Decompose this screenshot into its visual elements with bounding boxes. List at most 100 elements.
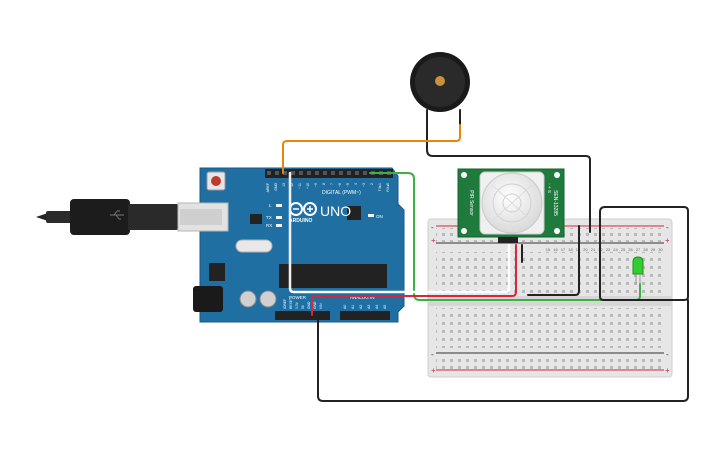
wire-black-gnd-rail: [527, 225, 580, 296]
header-pin: [315, 171, 319, 175]
pin-label: 13: [282, 183, 286, 187]
led-l: [276, 204, 282, 207]
wire-red: [311, 244, 517, 316]
label-rx: RX: [266, 223, 272, 228]
pin-label: 2: [370, 183, 374, 185]
rail-plus-bottom-right: +: [665, 366, 670, 375]
piezo-buzzer: [410, 52, 470, 112]
column-number: 18: [568, 247, 573, 252]
wire-black-ground: [317, 299, 689, 402]
pin-label: ~9: [314, 183, 318, 187]
buzzer-center: [435, 76, 445, 86]
header-pin: [291, 171, 295, 175]
pin-label: ~10: [306, 183, 310, 189]
power-pin-label: 5V: [301, 304, 305, 309]
power-pin-label: VIN: [319, 303, 323, 309]
pin-label: 8: [322, 183, 326, 185]
power-pin-label: RESET: [289, 298, 293, 309]
label-l: L: [269, 203, 272, 208]
power-pin-label: IOREF: [283, 299, 287, 309]
column-number: 24: [613, 247, 618, 252]
header-pin: [283, 171, 287, 175]
green-led: [632, 256, 644, 284]
pin-label: ~11: [298, 183, 302, 189]
rail-minus-bottom-left: -: [431, 350, 434, 359]
wires: [282, 109, 689, 402]
column-number: 17: [561, 247, 566, 252]
wire-black-buzzer: [426, 149, 591, 233]
column-number: 28: [643, 247, 648, 252]
power-jack: [193, 286, 223, 312]
column-number: 25: [621, 247, 626, 252]
pin-label: 12: [290, 183, 294, 187]
power-label: POWER: [289, 295, 307, 300]
power-pin-label: GND: [307, 301, 311, 309]
header-pin: [267, 171, 271, 175]
arduino-uno-board: L TX RX ON ARDUINO UNO DIGITAL (PWM~) PO…: [193, 167, 405, 323]
led-tx: [276, 216, 282, 219]
column-number: 16: [553, 247, 558, 252]
header-pin: [299, 171, 303, 175]
analog-pin-label: A3: [367, 305, 371, 309]
voltage-regulator: [209, 263, 225, 281]
column-number: 29: [651, 247, 656, 252]
pir-left-label: PIR Sensor: [468, 190, 474, 216]
wire-black-led: [599, 206, 689, 301]
header-pin: [339, 171, 343, 175]
wire-green: [369, 172, 641, 301]
column-number: 30: [658, 247, 663, 252]
rail-minus-top-left: -: [431, 223, 434, 232]
rail-minus-top-right: -: [666, 223, 669, 232]
header-pin: [363, 171, 367, 175]
pir-sensor: PIR Sensor SEN-13285 - + S: [457, 168, 565, 243]
header-pin: [307, 171, 311, 175]
pin-label: RX◂0: [386, 183, 390, 192]
pir-pins-label: - + S: [547, 183, 552, 193]
led-rx: [276, 224, 282, 227]
column-number: 23: [606, 247, 611, 252]
analog-pin-label: A4: [375, 305, 379, 309]
header-pin: [331, 171, 335, 175]
capacitor: [239, 290, 257, 308]
atmega-chip: [279, 264, 387, 288]
usb-cable: [36, 199, 229, 235]
wire-orange: [282, 124, 461, 174]
pin-label: 4: [354, 183, 358, 185]
uno-label: UNO: [320, 203, 351, 219]
power-pin-label: 3.3V: [295, 301, 299, 309]
pin-label: TX▸1: [378, 183, 382, 191]
analog-pin-label: A1: [351, 305, 355, 309]
arduino-logo-text: ARDUINO: [289, 218, 312, 224]
rail-plus-top-right: +: [665, 236, 670, 245]
analog-pin-label: A5: [383, 305, 387, 309]
analog-pin-label: A2: [359, 305, 363, 309]
rail-plus-top-left: +: [431, 236, 436, 245]
pin-label: GND: [274, 183, 278, 191]
power-pin-label: GND: [313, 301, 317, 309]
pin-label: 7: [330, 183, 334, 185]
capacitor: [259, 290, 277, 308]
header-pin: [347, 171, 351, 175]
led-on: [368, 214, 374, 217]
wire-white: [288, 171, 511, 294]
analog-label: ANALOG IN: [350, 295, 375, 300]
rail-plus-bottom-left: +: [431, 366, 436, 375]
column-number: 21: [591, 247, 596, 252]
digital-label: DIGITAL (PWM~): [322, 190, 361, 196]
pin-label: ~3: [362, 183, 366, 187]
column-number: 27: [636, 247, 641, 252]
column-number: 26: [628, 247, 633, 252]
label-on: ON: [376, 214, 383, 219]
column-number: 20: [583, 247, 588, 252]
crystal: [235, 239, 273, 253]
header-pin: [275, 171, 279, 175]
pir-right-label: SEN-13285: [552, 190, 558, 216]
analog-pin-label: A0: [343, 305, 347, 309]
column-number: 15: [546, 247, 551, 252]
pin-label: AREF: [266, 183, 270, 192]
label-tx: TX: [266, 215, 272, 220]
